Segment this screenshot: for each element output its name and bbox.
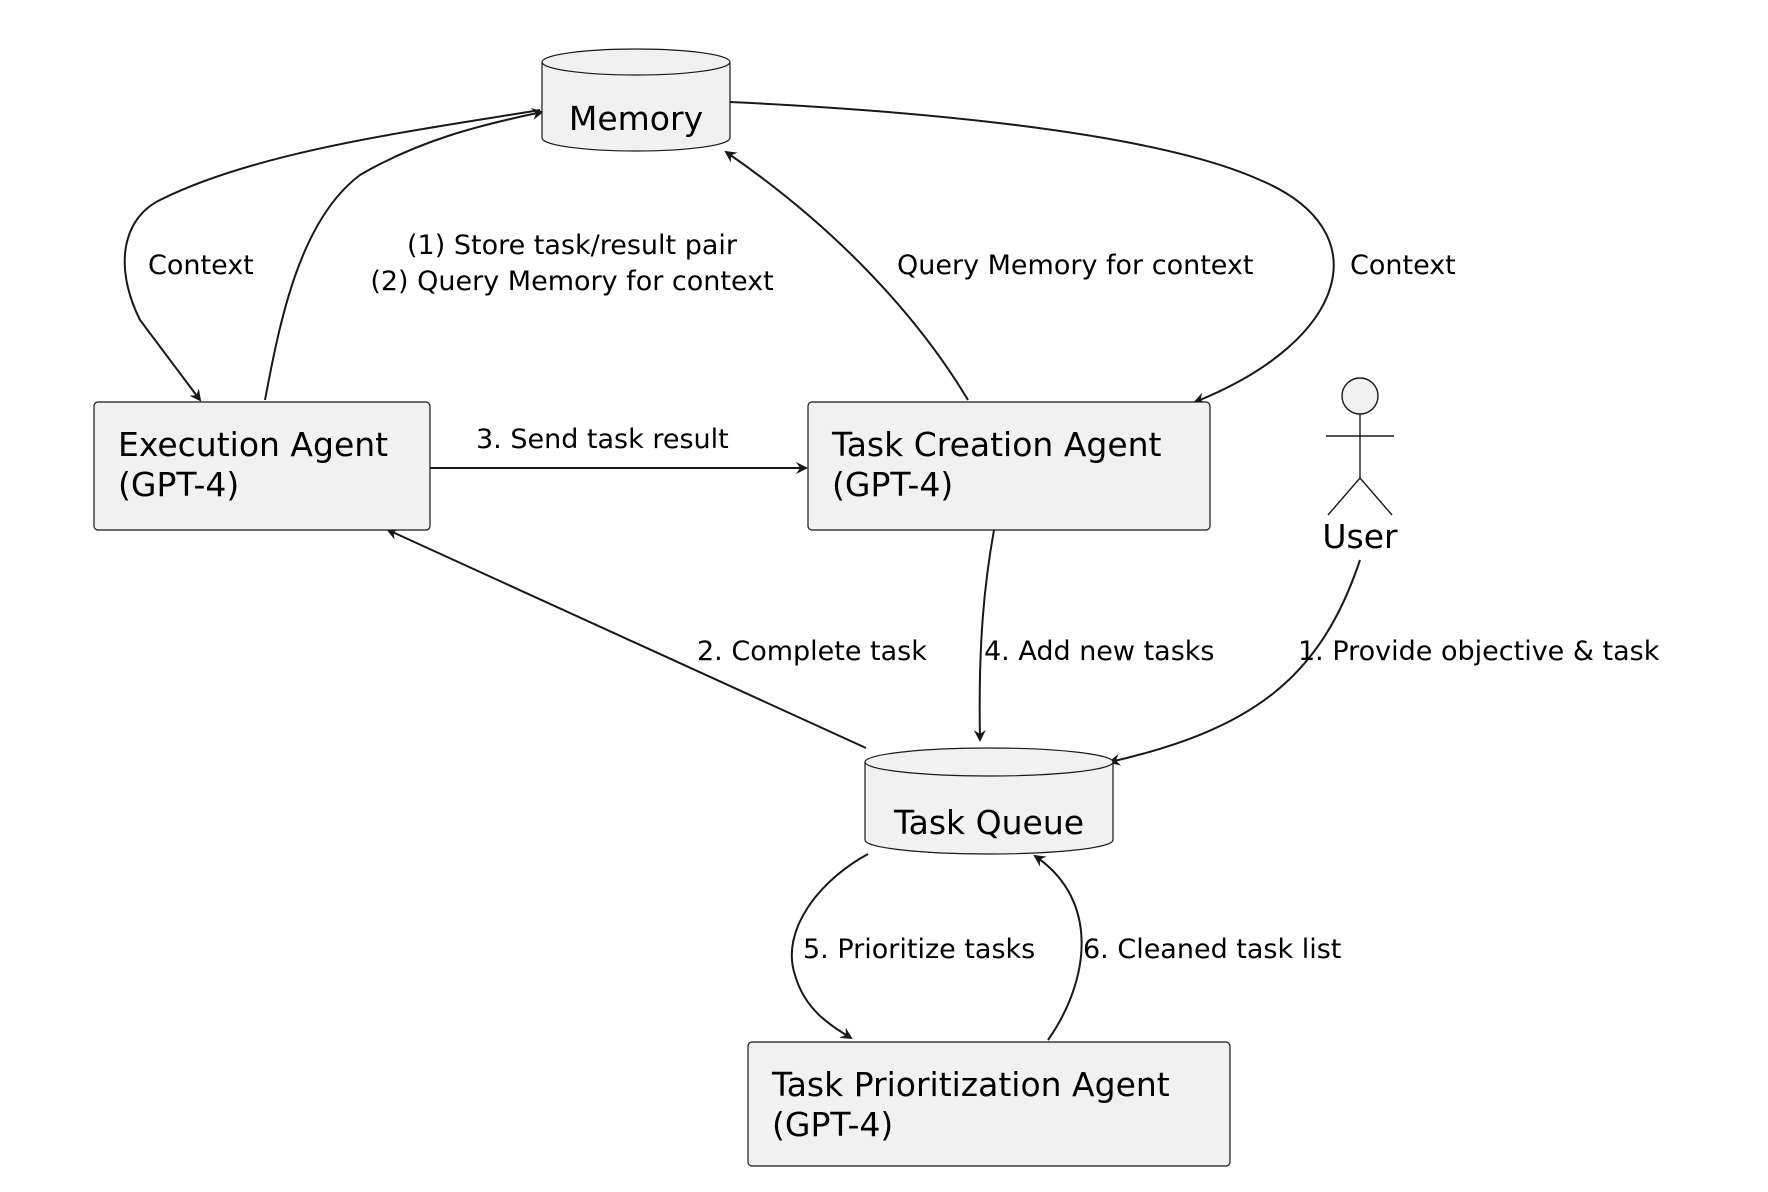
label-creation-to-queue: 4. Add new tasks — [984, 636, 1215, 667]
task-prioritization-agent-model: (GPT-4) — [772, 1105, 893, 1144]
label-memory-to-creation: Context — [1350, 250, 1456, 281]
task-queue-database: Task Queue — [864, 747, 1114, 855]
execution-agent-model: (GPT-4) — [118, 465, 239, 504]
task-creation-agent-model: (GPT-4) — [832, 465, 953, 504]
edge-user-to-task-queue — [1108, 559, 1361, 766]
user-actor-icon — [1341, 377, 1379, 415]
edge-memory-to-task-creation-agent — [729, 101, 1335, 404]
label-execution-to-creation: 3. Send task result — [476, 424, 729, 455]
task-creation-agent-node: Task Creation Agent (GPT-4) — [807, 401, 1211, 531]
label-prioritization-to-queue: 6. Cleaned task list — [1083, 934, 1341, 965]
label-memory-to-execution: Context — [148, 250, 254, 281]
task-creation-agent-title: Task Creation Agent — [831, 425, 1162, 464]
edge-prioritization-agent-to-task-queue — [1033, 854, 1083, 1041]
memory-label: Memory — [569, 99, 703, 138]
edge-memory-to-execution-agent — [123, 109, 541, 402]
label-creation-to-memory: Query Memory for context — [897, 250, 1254, 281]
edge-execution-agent-to-memory — [264, 108, 544, 401]
edge-task-creation-agent-to-memory — [724, 150, 969, 401]
edge-task-queue-to-execution-agent — [386, 528, 867, 749]
label-queue-to-execution: 2. Complete task — [697, 636, 927, 667]
execution-agent-node: Execution Agent (GPT-4) — [93, 401, 431, 531]
label-execution-to-memory-line2: (2) Query Memory for context — [370, 266, 773, 297]
execution-agent-title: Execution Agent — [118, 425, 388, 464]
task-prioritization-agent-node: Task Prioritization Agent (GPT-4) — [747, 1041, 1231, 1167]
label-user-to-queue: 1. Provide objective & task — [1298, 636, 1660, 667]
edge-task-queue-to-prioritization-agent — [790, 853, 869, 1040]
label-execution-to-memory-line1: (1) Store task/result pair — [407, 230, 738, 261]
memory-database: Memory — [541, 48, 731, 152]
task-queue-label: Task Queue — [893, 803, 1084, 842]
edge-task-creation-agent-to-task-queue — [973, 529, 995, 742]
user-label: User — [1322, 517, 1398, 556]
task-prioritization-agent-title: Task Prioritization Agent — [771, 1065, 1170, 1104]
label-queue-to-prioritization: 5. Prioritize tasks — [803, 934, 1035, 965]
user-actor: User — [1322, 377, 1398, 556]
